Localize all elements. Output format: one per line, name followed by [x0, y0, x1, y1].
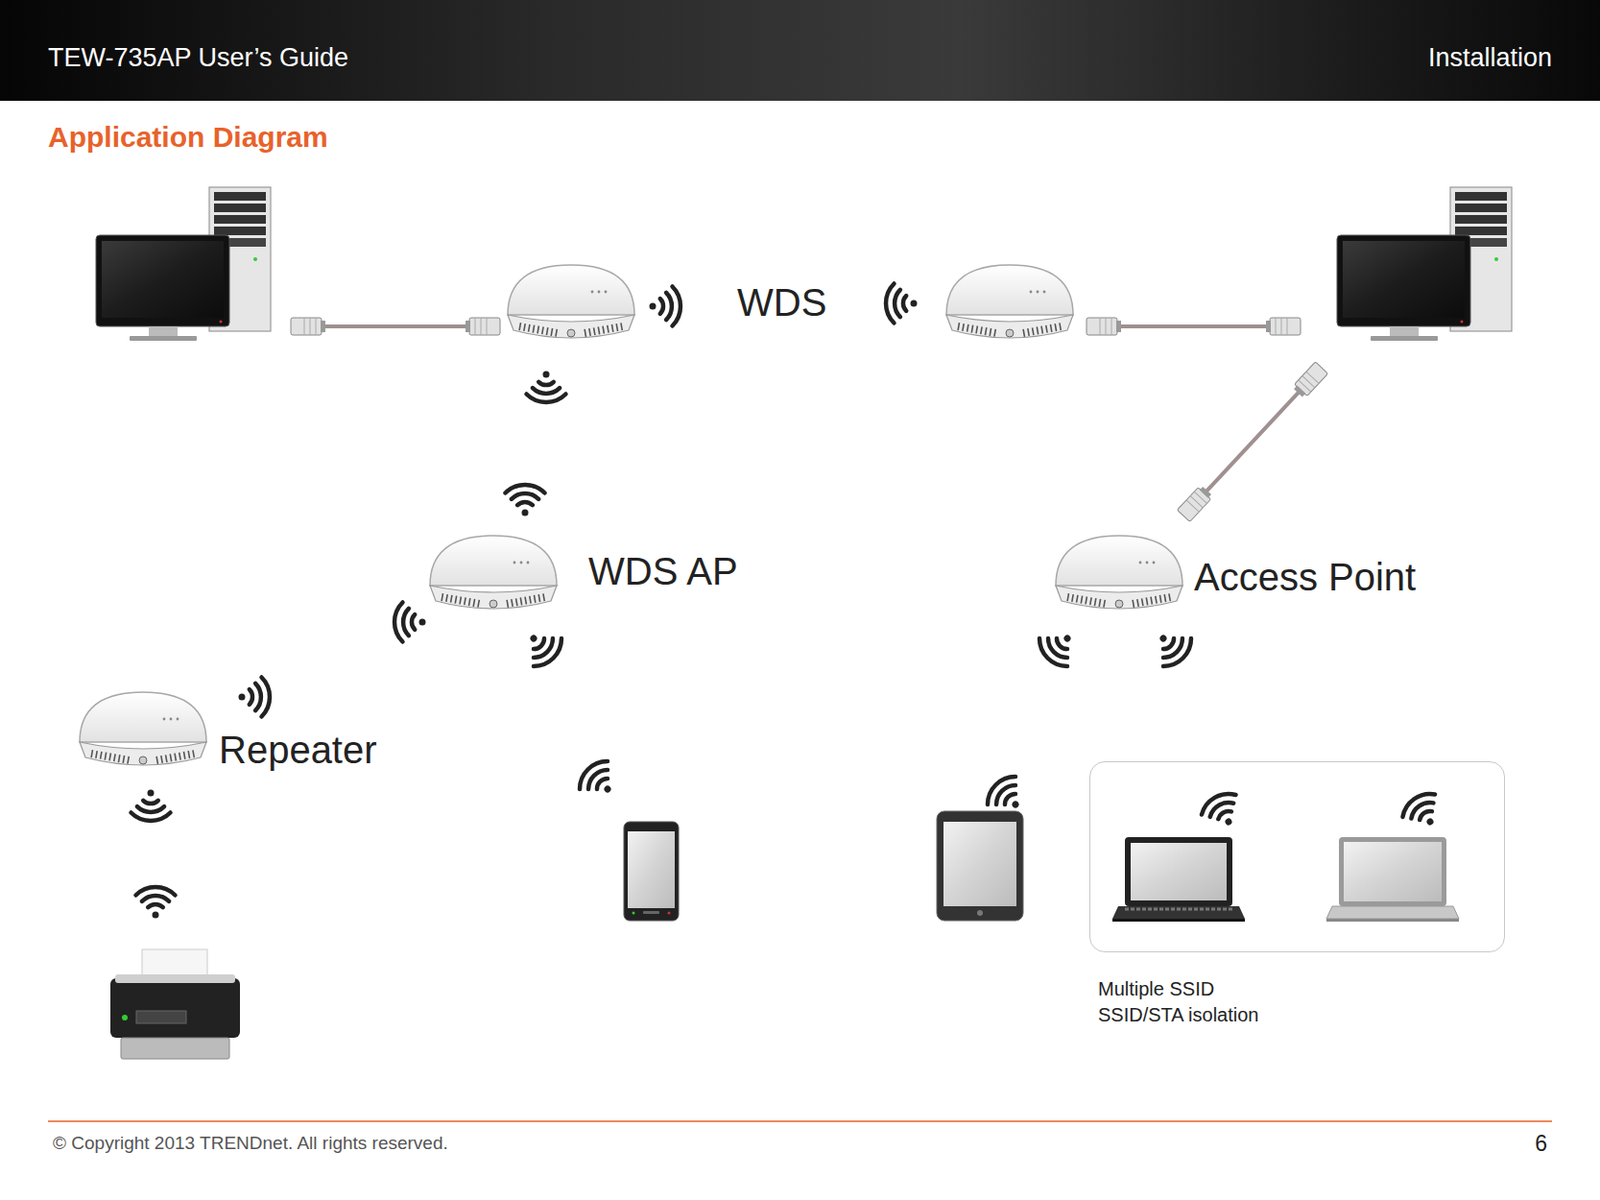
wifi-signal — [131, 284, 1449, 919]
ethernet-cable — [1201, 386, 1304, 496]
ethernet-cable — [1265, 317, 1301, 335]
printer — [115, 974, 236, 983]
wifi-signal — [573, 755, 624, 806]
smartphone — [627, 831, 675, 908]
access-point — [79, 692, 207, 765]
ethernet-cable — [290, 317, 501, 335]
wifi-signal — [394, 602, 426, 643]
smartphone — [623, 821, 679, 921]
header-bar — [0, 0, 1600, 101]
desktop-computer — [95, 187, 271, 341]
ethernet-cable — [290, 317, 326, 335]
access-point — [507, 264, 635, 338]
smartphone — [668, 911, 671, 915]
ethernet-cable — [1086, 317, 1301, 335]
printer — [120, 1037, 230, 1059]
desktop-computer — [1337, 187, 1512, 341]
ethernet-cable — [1177, 484, 1215, 523]
printer — [136, 1010, 187, 1024]
tablet — [977, 909, 983, 916]
printer — [110, 949, 240, 1059]
ethernet-cable — [465, 317, 501, 335]
laptop — [1338, 836, 1447, 907]
wifi-signal — [885, 284, 917, 324]
access-point — [1055, 535, 1183, 609]
page-title: Application Diagram — [47, 120, 329, 155]
laptop — [1326, 906, 1459, 919]
ethernet-cable — [1177, 361, 1329, 523]
wifi-signal — [505, 484, 546, 516]
wifi-signal — [238, 677, 270, 717]
wifi-signal — [1146, 621, 1197, 672]
printer — [121, 1014, 128, 1021]
tablet — [943, 821, 1017, 907]
tablet — [936, 811, 1024, 921]
copyright-note: © Copyright 2013 TRENDnet. All rights re… — [52, 1132, 449, 1154]
wifi-signal — [649, 286, 681, 327]
page-number: 6 — [1534, 1130, 1548, 1156]
ethernet-cable — [1291, 361, 1329, 400]
device-label: Access Point — [1194, 554, 1416, 599]
device-label: Repeater — [218, 727, 378, 772]
laptop — [1124, 907, 1233, 911]
smartphone — [643, 910, 660, 914]
wifi-signal — [131, 789, 171, 821]
wifi-signal — [1197, 788, 1248, 836]
caption-line: Multiple SSID — [1098, 976, 1259, 1003]
smartphone — [623, 821, 679, 921]
footer-rule — [47, 1120, 1553, 1123]
device-label: WDS AP — [588, 549, 739, 594]
ethernet-cable — [1086, 317, 1122, 335]
wifi-signal — [136, 886, 176, 918]
wifi-signal — [517, 621, 568, 672]
group-box: Multiple SSIDSSID/STA isolation — [1089, 761, 1505, 953]
laptop — [1124, 836, 1233, 907]
printer — [110, 978, 240, 1038]
laptop — [1326, 918, 1459, 922]
laptop — [1326, 836, 1459, 922]
wifi-signal — [526, 371, 567, 403]
wifi-signal — [1398, 787, 1449, 836]
smartphone — [632, 911, 636, 915]
ethernet-cable — [1113, 324, 1277, 329]
box-caption: Multiple SSIDSSID/STA isolation — [1098, 976, 1259, 1028]
caption-line: SSID/STA isolation — [1098, 1002, 1259, 1028]
laptop — [1112, 836, 1245, 922]
laptop — [1130, 842, 1227, 901]
laptop — [1112, 918, 1245, 922]
section-name: Installation — [1428, 43, 1553, 73]
tablet — [936, 811, 1024, 921]
access-point — [429, 535, 557, 609]
access-point — [946, 264, 1074, 338]
ethernet-cable — [316, 324, 473, 329]
laptop — [1112, 906, 1245, 919]
device-label: WDS — [737, 280, 827, 325]
laptop — [1343, 841, 1442, 902]
header-title: TEW-735AP User’s Guide — [47, 43, 349, 73]
wifi-signal — [1033, 621, 1084, 672]
